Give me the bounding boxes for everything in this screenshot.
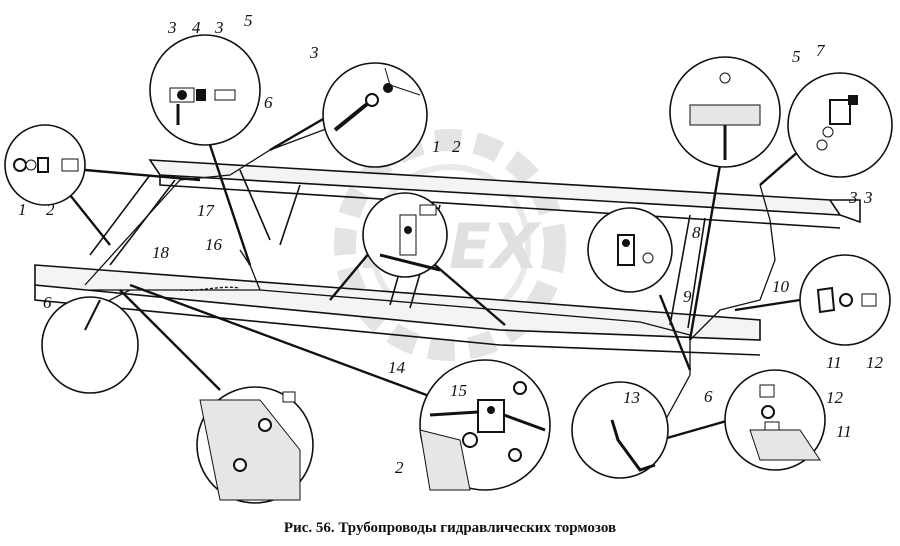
callout-1: 1 bbox=[18, 200, 27, 219]
detail-circle-left bbox=[4, 124, 86, 206]
callout-8: 8 bbox=[692, 223, 701, 242]
leader-lines bbox=[69, 113, 801, 442]
callout-6: 6 bbox=[704, 387, 713, 406]
callout-4: 4 bbox=[192, 18, 201, 37]
callout-11: 11 bbox=[826, 353, 842, 372]
callout-3: 3 bbox=[214, 18, 224, 37]
detail-circle-bottom-center bbox=[419, 359, 551, 491]
callout-5: 5 bbox=[244, 11, 253, 30]
callout-1: 1 bbox=[432, 137, 441, 156]
detail-circle-bottom-right-a bbox=[571, 381, 669, 479]
callout-10: 10 bbox=[772, 277, 790, 296]
detail-circle-bottom-left bbox=[196, 386, 314, 504]
callout-7: 7 bbox=[816, 41, 826, 60]
detail-circle-top-left bbox=[149, 34, 261, 146]
callout-3: 3 bbox=[848, 188, 858, 207]
callout-3: 3 bbox=[309, 43, 319, 62]
callout-3: 3 bbox=[167, 18, 177, 37]
callout-3: 3 bbox=[863, 188, 873, 207]
callout-12: 12 bbox=[826, 388, 844, 407]
callout-2: 2 bbox=[452, 137, 461, 156]
detail-circle-center bbox=[362, 192, 448, 278]
detail-circle-left-bottom bbox=[41, 296, 139, 394]
callout-11: 11 bbox=[836, 422, 852, 441]
detail-circle-top-right-b bbox=[787, 72, 893, 178]
detail-circle-right-mid bbox=[587, 207, 673, 293]
callout-6: 6 bbox=[43, 293, 52, 312]
callout-13: 13 bbox=[623, 388, 640, 407]
callout-labels: 3 4 3 5 3 6 1 2 17 1 2 18 16 6 14 15 2 5… bbox=[18, 11, 884, 477]
callout-12: 12 bbox=[866, 353, 884, 372]
callout-18: 18 bbox=[152, 243, 170, 262]
callout-17: 17 bbox=[197, 201, 216, 220]
callout-9: 9 bbox=[683, 287, 692, 306]
callout-15: 15 bbox=[450, 381, 467, 400]
detail-circle-top-right-a bbox=[669, 56, 781, 168]
callout-2: 2 bbox=[46, 200, 55, 219]
callout-6: 6 bbox=[264, 93, 273, 112]
callout-2: 2 bbox=[395, 458, 404, 477]
detail-circle-right bbox=[799, 254, 891, 346]
callout-14: 14 bbox=[388, 358, 406, 377]
detail-circle-top-mid bbox=[322, 62, 428, 168]
callout-16: 16 bbox=[205, 235, 223, 254]
figure-caption: Рис. 56. Трубопроводы гидравлических тор… bbox=[283, 520, 617, 536]
detail-circle-bottom-right-b bbox=[724, 369, 826, 471]
chassis-frame bbox=[34, 159, 861, 356]
callout-5: 5 bbox=[792, 47, 801, 66]
